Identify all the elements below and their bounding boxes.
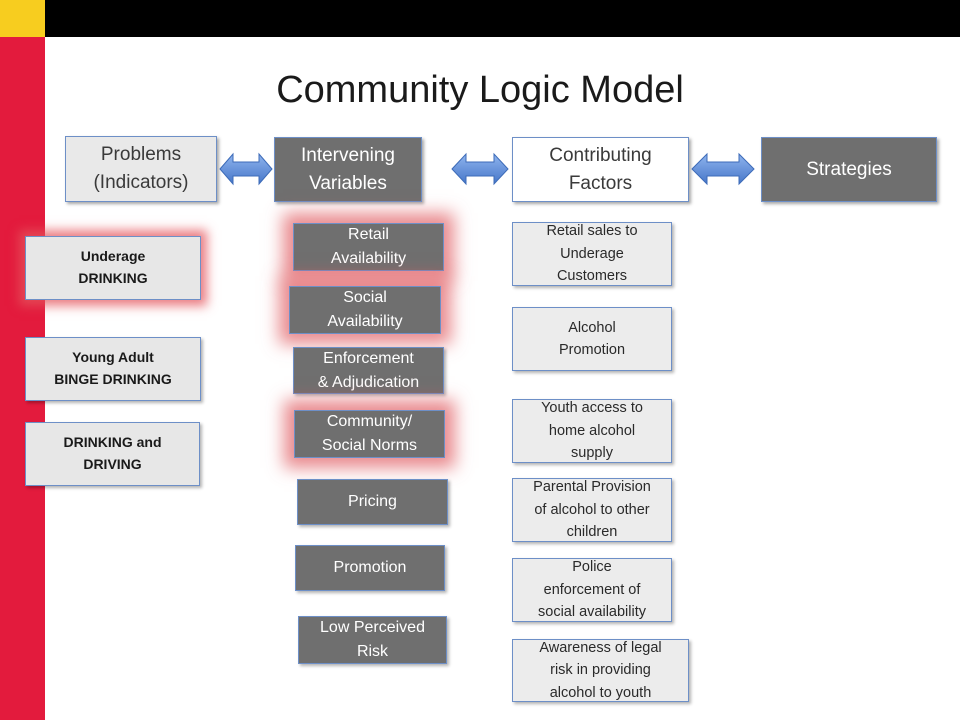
top-accent-block — [0, 0, 45, 37]
header-strategies: Strategies — [761, 137, 937, 202]
factor-retail-sales-underage: Retail sales to Underage Customers — [512, 222, 672, 286]
header-contributing-factors: Contributing Factors — [512, 137, 689, 202]
double-arrow-icon — [219, 152, 273, 186]
page-title: Community Logic Model — [276, 69, 684, 111]
intervening-pricing: Pricing — [297, 479, 448, 525]
factor-police-enforcement: Police enforcement of social availabilit… — [512, 558, 672, 622]
double-arrow-icon — [691, 152, 755, 186]
header-problems: Problems (Indicators) — [65, 136, 217, 202]
header-intervening-variables: Intervening Variables — [274, 137, 422, 202]
double-arrow-icon — [451, 152, 509, 186]
problem-young-adult-binge-drinking: Young Adult BINGE DRINKING — [25, 337, 201, 401]
factor-youth-access-home-supply: Youth access to home alcohol supply — [512, 399, 672, 463]
intervening-promotion: Promotion — [295, 545, 445, 591]
factor-parental-provision: Parental Provision of alcohol to other c… — [512, 478, 672, 542]
top-bar — [0, 0, 960, 37]
problem-drinking-and-driving: DRINKING and DRIVING — [25, 422, 200, 486]
factor-awareness-legal-risk: Awareness of legal risk in providing alc… — [512, 639, 689, 702]
intervening-social-availability: Social Availability — [289, 286, 441, 334]
intervening-community-social-norms: Community/ Social Norms — [294, 410, 445, 458]
factor-alcohol-promotion: Alcohol Promotion — [512, 307, 672, 371]
intervening-low-perceived-risk: Low Perceived Risk — [298, 616, 447, 664]
intervening-retail-availability: Retail Availability — [293, 223, 444, 271]
problem-underage-drinking: Underage DRINKING — [25, 236, 201, 300]
intervening-enforcement-adjudication: Enforcement & Adjudication — [293, 347, 444, 394]
